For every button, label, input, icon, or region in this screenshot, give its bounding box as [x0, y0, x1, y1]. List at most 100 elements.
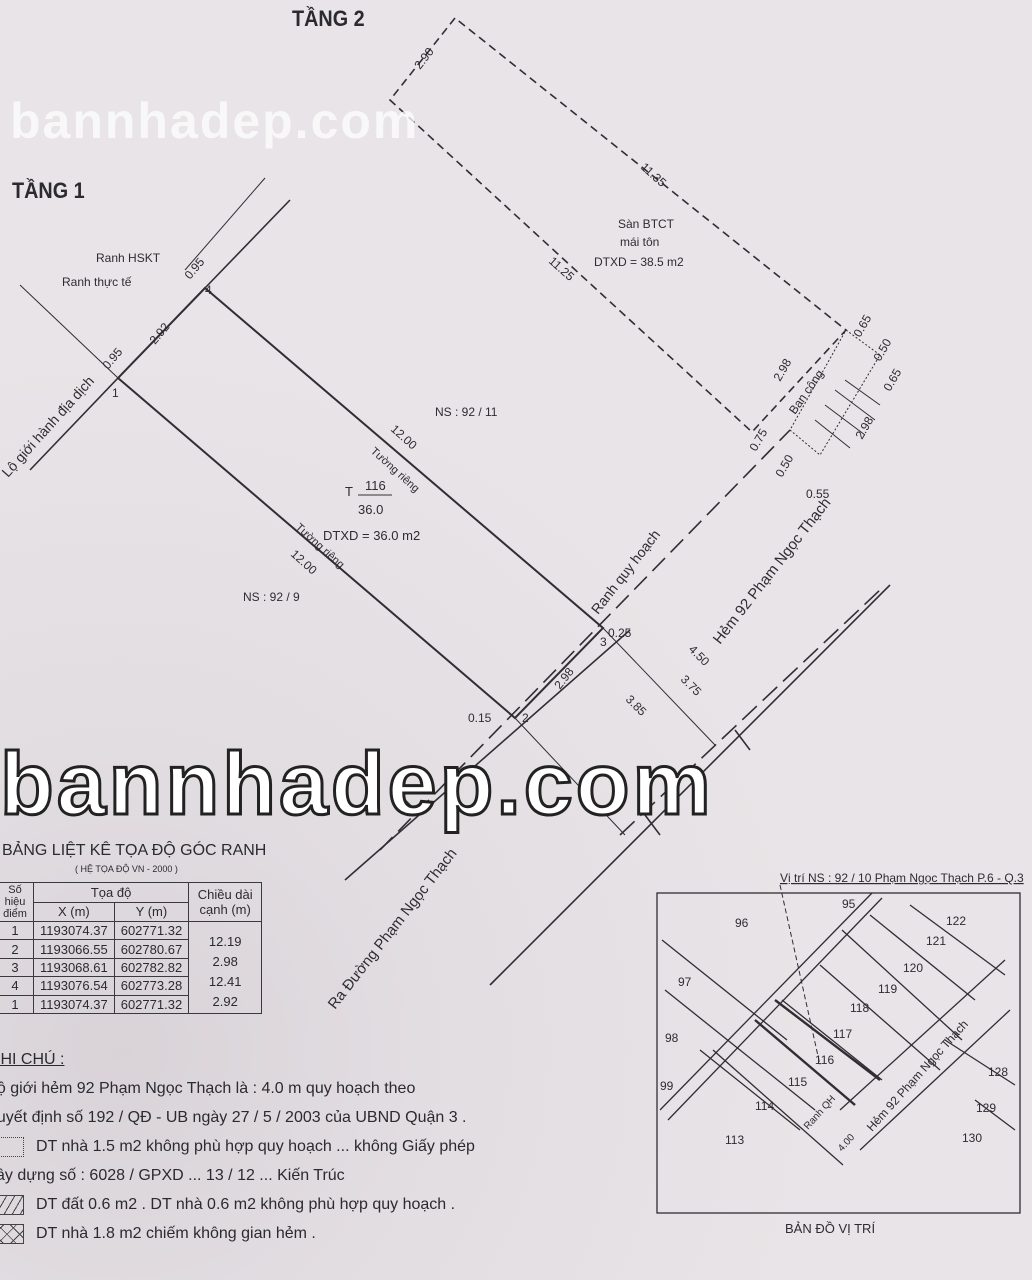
- dim-label: 0.65: [850, 312, 874, 340]
- map-lot-number: 117: [833, 1027, 852, 1041]
- map-lot-number: 121: [926, 934, 946, 948]
- alley-edge: [344, 629, 631, 881]
- drawing-part: DT nhà 1.8 m2 chiếm không gian hẻm .: [0, 1219, 475, 1248]
- drawing-part: Số hiệu điểm Tọa độ Chiều dài cạnh (m): [0, 882, 263, 922]
- map-pointer: [779, 884, 821, 1066]
- tick-mark: [734, 729, 751, 751]
- cell-point: 1: [0, 920, 34, 941]
- dim-label: 0.50: [870, 336, 894, 364]
- to-street-label: Ra Đường Phạm Ngọc Thạch: [325, 845, 461, 1012]
- lot-area: 36.0: [358, 502, 383, 517]
- map-lot-number: 98: [665, 1031, 679, 1045]
- map-subject-lot: [754, 999, 881, 1106]
- header-x: X (m): [33, 901, 115, 922]
- slab-label: mái tôn: [620, 235, 659, 249]
- cell-x: 1193074.37: [33, 920, 115, 941]
- map-lot-number: 115: [788, 1075, 807, 1089]
- edge-length: 12.41: [208, 974, 242, 989]
- cell-x: 1193074.37: [33, 994, 115, 1015]
- cell-y: 602771.32: [113, 920, 190, 941]
- header-coords: Tọa độ: [32, 882, 190, 903]
- map-lot-number: 130: [962, 1131, 982, 1145]
- map-lot-number: 95: [842, 897, 856, 911]
- dim-label: 11.25: [546, 254, 577, 284]
- lot-number: 116: [365, 478, 386, 493]
- map-alley: [859, 1009, 1011, 1151]
- slab-label: Sàn BTCT: [618, 217, 675, 231]
- ranh-quy-hoach-label: Ranh quy hoạch: [588, 527, 663, 617]
- ranh-thuc-te-label: Ranh thực tế: [62, 275, 132, 289]
- cell-point: 4: [0, 976, 34, 996]
- note-line: xây dựng số : 6028 / GPXD ... 13 / 12 ..…: [0, 1167, 345, 1184]
- map-lot-number: 96: [735, 916, 749, 930]
- dim-label: 2.92: [147, 320, 173, 347]
- dim-label: 3.75: [678, 672, 705, 699]
- cell-x: 1193068.61: [33, 957, 115, 978]
- cell-lengths: 12.19 2.98 12.41 2.92: [188, 921, 263, 1014]
- balcony-label: Ban công: [786, 367, 827, 417]
- coord-table: Số hiệu điểm Tọa độ Chiều dài cạnh (m) X…: [0, 882, 263, 1015]
- neighbor-north: NS : 92 / 11: [435, 405, 498, 419]
- cell-y: 602780.67: [113, 939, 190, 959]
- cell-point: 3: [0, 957, 34, 978]
- cell-x: 1193076.54: [33, 976, 115, 996]
- map-lot-number: 116: [815, 1053, 834, 1067]
- note-line: quyết định số 192 / QĐ - UB ngày 27 / 5 …: [0, 1109, 467, 1126]
- map-lot-number: 128: [988, 1065, 1008, 1079]
- header-length: Chiều dài cạnh (m): [188, 882, 263, 922]
- location-map-title: BẢN ĐỒ VỊ TRÍ: [785, 1221, 875, 1236]
- watermark-center: bannhadep.com: [10, 93, 420, 149]
- map-lot-number: 99: [660, 1079, 674, 1093]
- map-ranh-label: Ranh QH: [802, 1094, 838, 1132]
- map-lot-number: 114: [755, 1099, 774, 1113]
- cell-point: 1: [0, 994, 34, 1015]
- balcony-hatch: [789, 329, 881, 456]
- dim-label: 12.00: [288, 547, 320, 578]
- tick-mark: [644, 814, 661, 836]
- dim-label: 0.55: [806, 487, 830, 501]
- map-lot-number: 120: [903, 961, 923, 975]
- boundary-line: [29, 377, 119, 471]
- dim-label: 2.90: [411, 45, 437, 72]
- map-width-label: 4.00: [836, 1132, 857, 1154]
- cell-x: 1193066.55: [33, 939, 115, 959]
- note-line: Lộ giới hẻm 92 Phạm Ngọc Thạch là : 4.0 …: [0, 1080, 416, 1097]
- hatch-legend-icon: [0, 1194, 24, 1215]
- dim-label: 0.95: [100, 345, 126, 372]
- map-road: [667, 897, 883, 1121]
- crosshatch-legend-icon: [0, 1223, 24, 1244]
- map-lot-number: 119: [878, 982, 897, 996]
- dim-label: 0.15: [468, 711, 492, 725]
- coord-table-title: BẢNG LIỆT KÊ TỌA ĐỘ GÓC RANH: [2, 842, 267, 859]
- drawing-part: DT nhà 1.5 m2 không phù hợp quy hoạch ..…: [0, 1132, 475, 1161]
- drawing-part: Số hiệu điểm Tọa độ Chiều dài cạnh (m) X…: [0, 882, 263, 1015]
- neighbor-south: NS : 92 / 9: [243, 590, 300, 604]
- edge-length: 2.92: [212, 994, 238, 1009]
- floor2-title: TẦNG 2: [292, 6, 365, 31]
- point-label: 3: [600, 635, 607, 649]
- note-line: DT nhà 1.8 m2 chiếm không gian hẻm .: [36, 1225, 316, 1242]
- floor1-area: DTXD = 36.0 m2: [323, 528, 420, 543]
- header-point: Số hiệu điểm: [0, 882, 34, 922]
- dotted-legend-icon: [0, 1136, 24, 1157]
- point-label: 1: [112, 386, 119, 400]
- map-lot-number: 97: [678, 975, 692, 989]
- map-lot-number: 118: [850, 1001, 869, 1015]
- edge-length: 2.98: [212, 954, 238, 969]
- dim-label: 0.25: [608, 626, 632, 640]
- alley-edge: [619, 589, 881, 836]
- planning-line: [379, 429, 791, 851]
- floor2-outline: [388, 16, 848, 434]
- floor1-title: TẦNG 1: [12, 178, 85, 203]
- cell-point: 2: [0, 939, 34, 959]
- edge-length: 12.19: [208, 934, 242, 949]
- watermark-bottom: bannhadep.com: [0, 734, 714, 833]
- map-lot-number: 129: [976, 1101, 996, 1115]
- point-label: 2: [522, 711, 529, 725]
- dim-label: 2.98: [551, 665, 577, 692]
- dim-label: 0.50: [772, 452, 796, 480]
